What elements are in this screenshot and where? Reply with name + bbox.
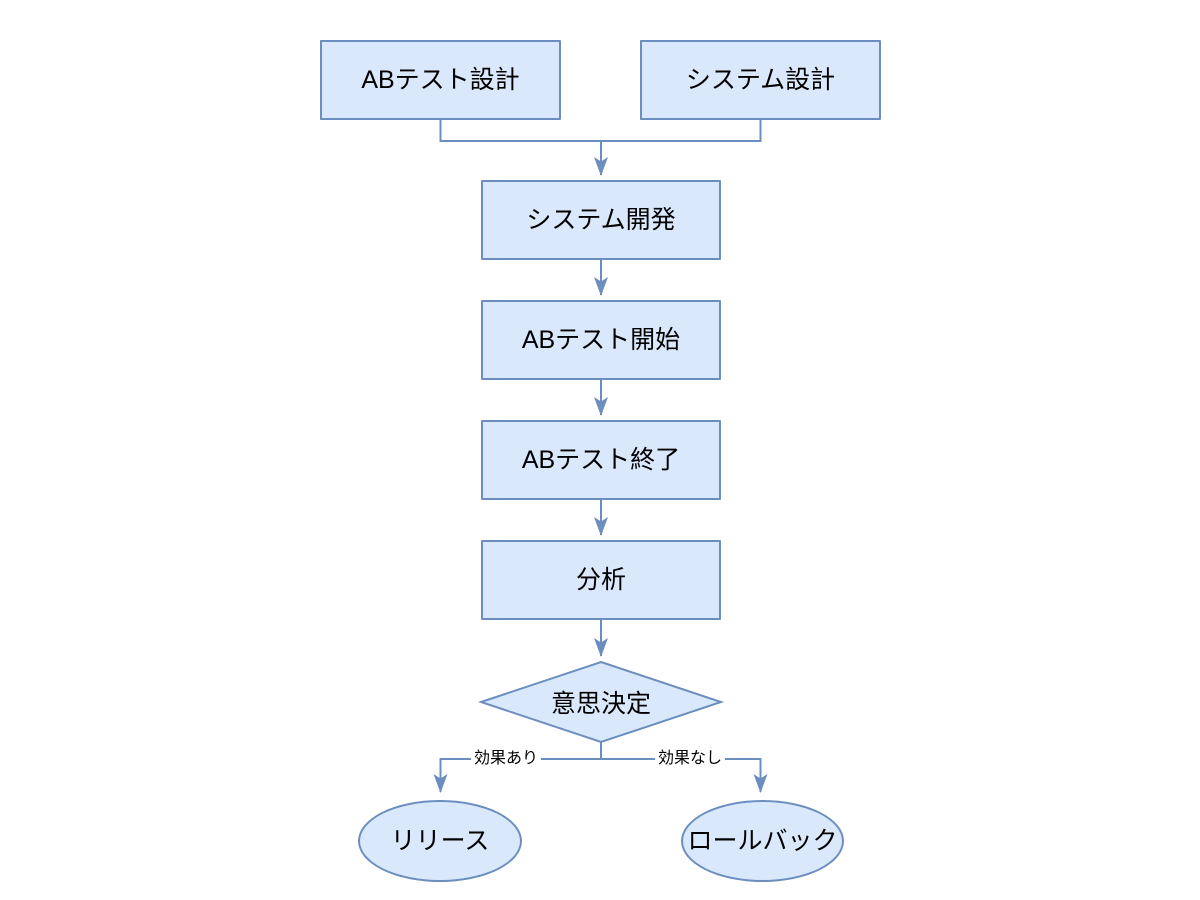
node-analysis-label: 分析 bbox=[575, 566, 626, 594]
node-system-dev: システム開発 bbox=[481, 180, 721, 260]
node-ab-test-end-label: ABテスト終了 bbox=[521, 446, 681, 474]
node-release-label: リリース bbox=[390, 827, 490, 855]
edge-label-not-effective: 効果なし bbox=[654, 749, 726, 769]
node-ab-test-design: ABテスト設計 bbox=[320, 40, 561, 120]
node-rollback: ロールバック bbox=[681, 800, 844, 882]
edge-label-effective: 効果あり bbox=[470, 749, 542, 769]
node-ab-test-end: ABテスト終了 bbox=[481, 420, 721, 500]
node-ab-test-design-label: ABテスト設計 bbox=[361, 66, 520, 94]
node-system-dev-label: システム開発 bbox=[526, 206, 676, 234]
edge-system-design-to-merge bbox=[601, 120, 762, 142]
edge-ab-test-design-to-merge bbox=[439, 120, 601, 142]
node-ab-test-start: ABテスト開始 bbox=[481, 300, 721, 380]
node-ab-test-start-label: ABテスト開始 bbox=[521, 326, 681, 354]
node-release: リリース bbox=[358, 800, 522, 882]
node-decision: 意思決定 bbox=[481, 662, 721, 742]
node-system-design-label: システム設計 bbox=[685, 66, 836, 94]
node-rollback-label: ロールバック bbox=[687, 827, 838, 855]
node-system-design: システム設計 bbox=[640, 40, 881, 120]
node-decision-label: 意思決定 bbox=[550, 690, 651, 718]
decision-diamond-shape bbox=[477, 660, 725, 744]
node-analysis: 分析 bbox=[481, 540, 721, 620]
